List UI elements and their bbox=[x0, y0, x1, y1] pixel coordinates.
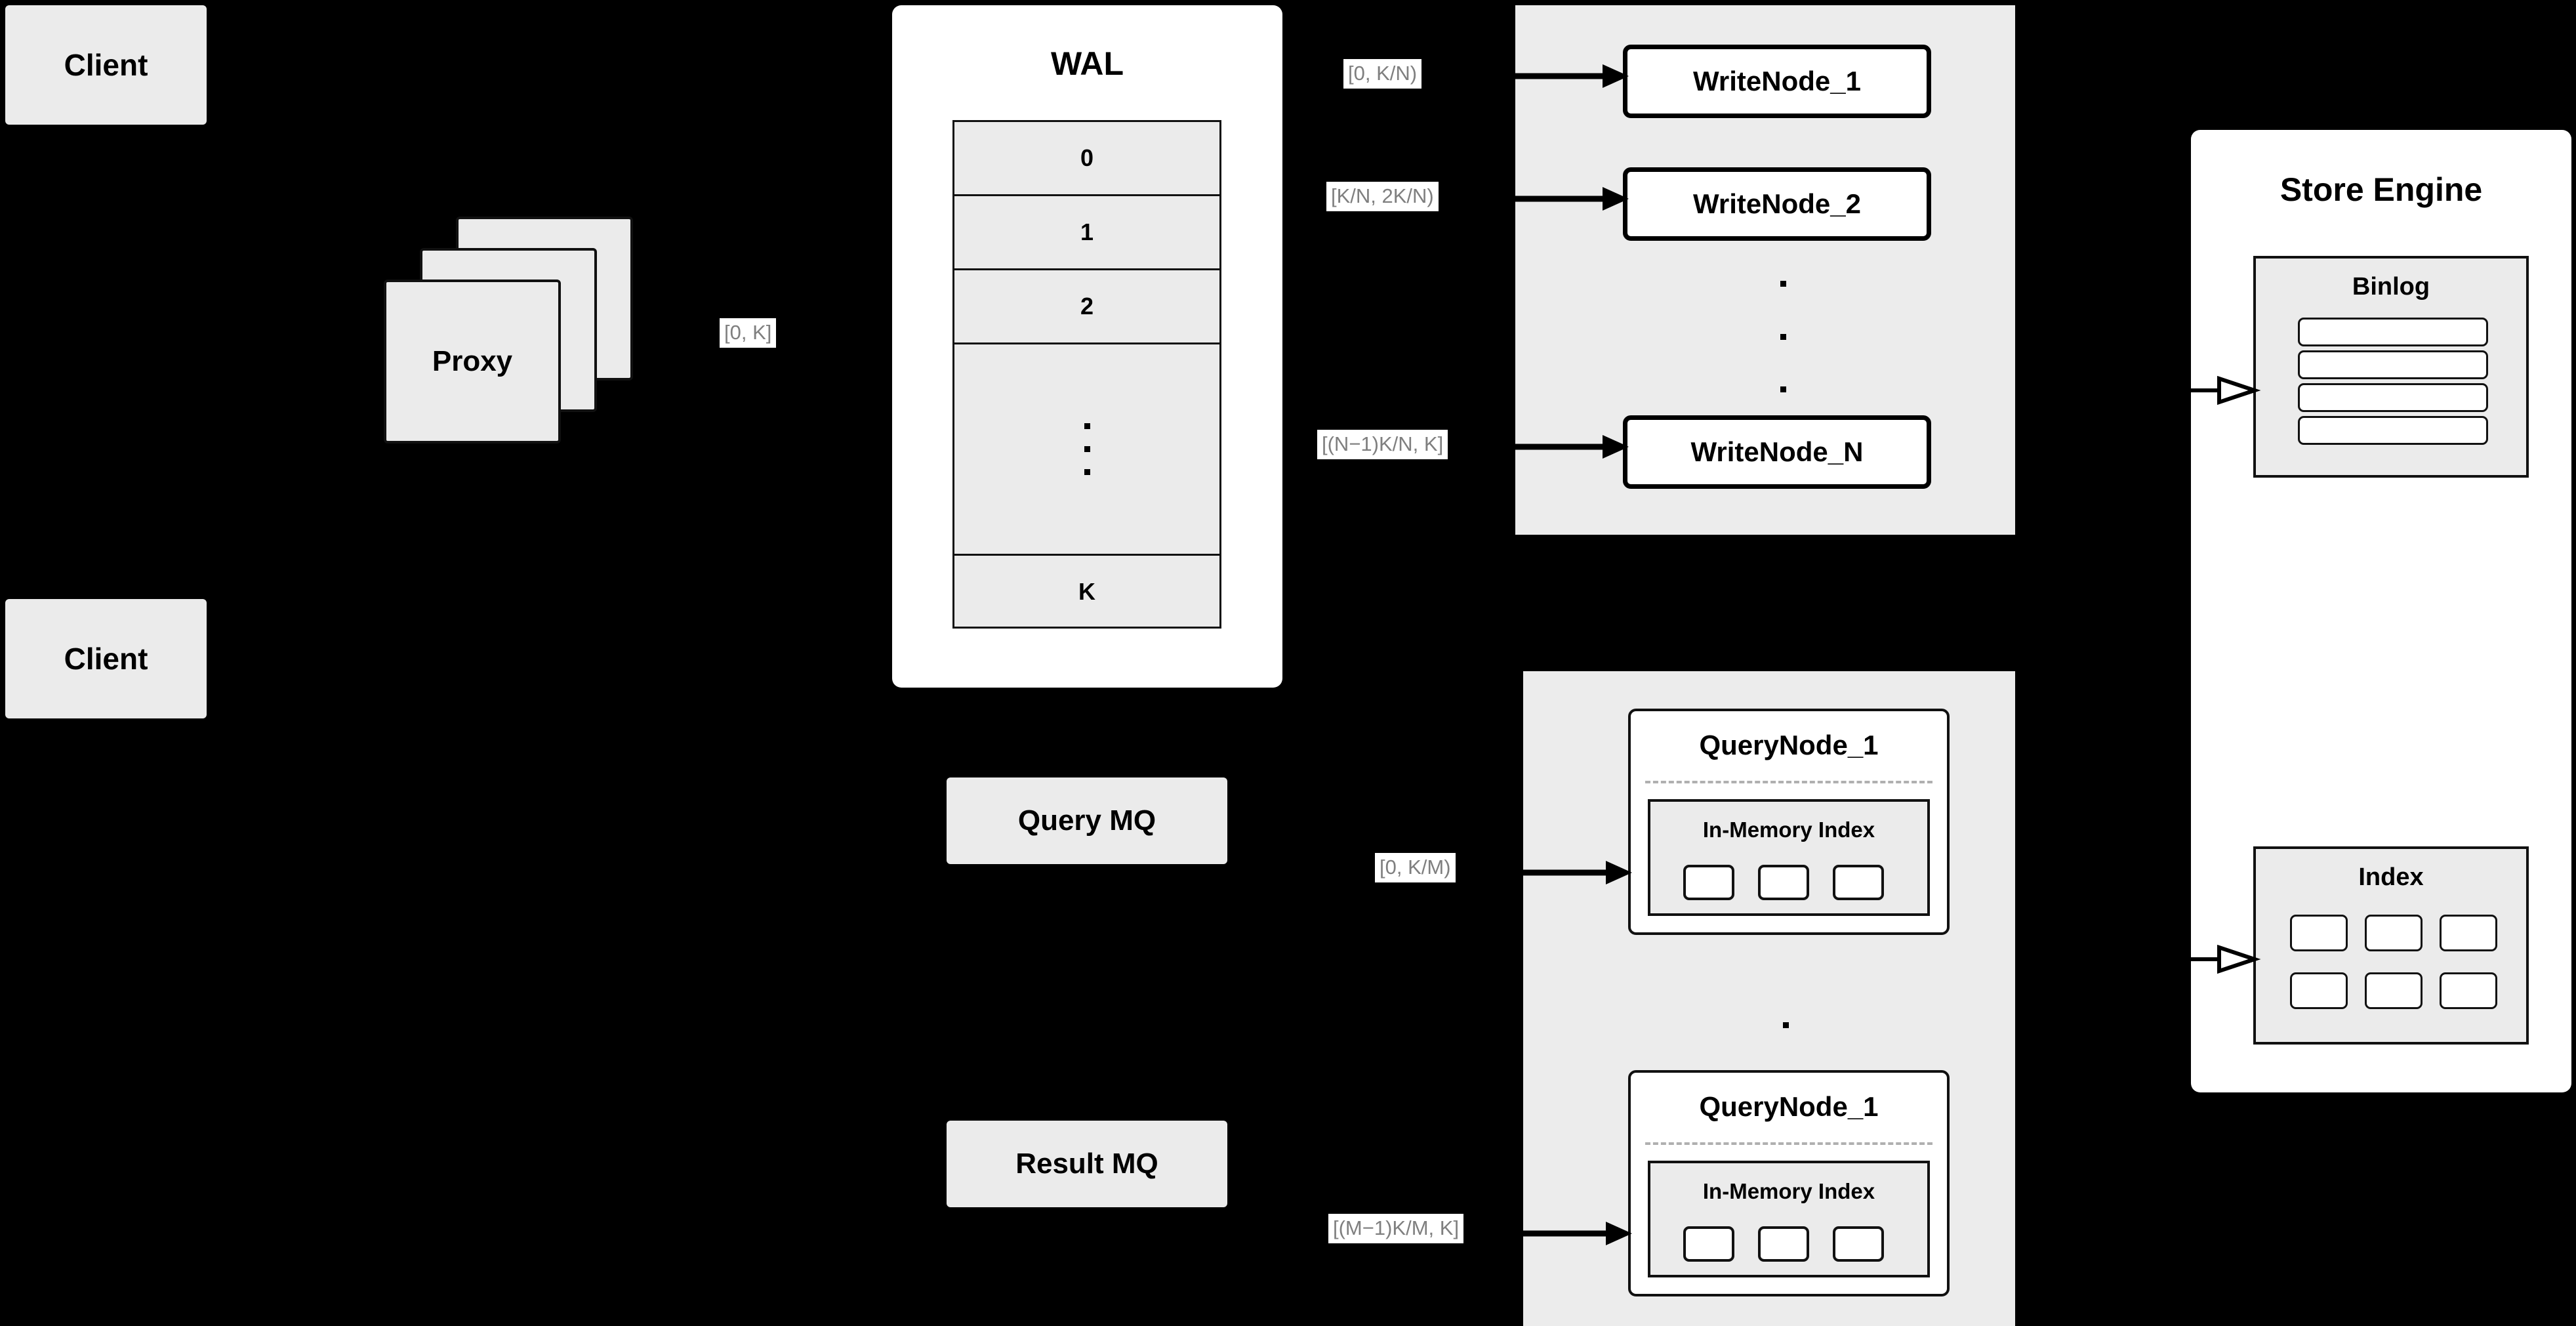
edge-label-query-m: [(M−1)K/M, K] bbox=[1328, 1214, 1464, 1243]
query-node-m[interactable]: QueryNode_1 In-Memory Index bbox=[1628, 1070, 1950, 1296]
write-node-2[interactable]: WriteNode_2 bbox=[1623, 167, 1931, 241]
binlog-group: Binlog bbox=[2253, 256, 2529, 478]
arrow-to-write-node-n bbox=[1512, 435, 1629, 459]
index-chip[interactable] bbox=[1833, 1226, 1884, 1262]
client-node-1[interactable]: Client bbox=[5, 5, 207, 125]
binlog-row[interactable] bbox=[2298, 416, 2488, 445]
index-cell[interactable] bbox=[2290, 972, 2348, 1009]
index-title: Index bbox=[2358, 863, 2424, 891]
write-node-1-label: WriteNode_1 bbox=[1693, 66, 1861, 96]
store-engine-title: Store Engine bbox=[2280, 171, 2483, 208]
index-cell[interactable] bbox=[2290, 915, 2348, 951]
edge-label-write-n: [(N−1)K/N, K] bbox=[1317, 430, 1448, 459]
write-node-cluster: WriteNode_1 WriteNode_2 WriteNode_N bbox=[1515, 5, 2015, 535]
binlog-row[interactable] bbox=[2298, 350, 2488, 379]
arrow-to-index bbox=[2181, 944, 2261, 974]
in-memory-index-m: In-Memory Index bbox=[1648, 1161, 1930, 1277]
binlog-row[interactable] bbox=[2298, 383, 2488, 412]
result-mq-label: Result MQ bbox=[1015, 1148, 1158, 1180]
wal-panel: WAL 0 1 2 K bbox=[892, 5, 1282, 688]
binlog-title: Binlog bbox=[2352, 273, 2430, 300]
query-node-m-divider bbox=[1645, 1142, 1932, 1145]
arrow-to-write-node-2 bbox=[1512, 187, 1629, 211]
result-mq-node[interactable]: Result MQ bbox=[947, 1121, 1227, 1207]
arrow-to-binlog bbox=[2181, 375, 2261, 405]
in-memory-index-1-label: In-Memory Index bbox=[1702, 818, 1875, 842]
edge-label-write-2: [K/N, 2K/N) bbox=[1326, 182, 1439, 211]
vertical-ellipsis-icon bbox=[1084, 469, 1090, 475]
query-node-1-divider bbox=[1645, 781, 1932, 783]
in-memory-index-1: In-Memory Index bbox=[1648, 799, 1930, 916]
index-cell[interactable] bbox=[2440, 915, 2497, 951]
arrow-to-query-node-m bbox=[1515, 1222, 1632, 1245]
vertical-ellipsis-icon bbox=[1782, 1022, 1789, 1028]
vertical-ellipsis-icon bbox=[1084, 423, 1090, 429]
query-mq-label: Query MQ bbox=[1017, 804, 1156, 837]
wal-row[interactable]: 0 bbox=[954, 122, 1219, 196]
wal-row-ellipsis bbox=[954, 344, 1219, 556]
query-mq-node[interactable]: Query MQ bbox=[947, 777, 1227, 864]
edge-label-query-1: [0, K/M) bbox=[1375, 853, 1456, 882]
arrow-to-write-node-1 bbox=[1512, 64, 1629, 88]
write-node-2-label: WriteNode_2 bbox=[1693, 188, 1861, 219]
write-node-n[interactable]: WriteNode_N bbox=[1623, 415, 1931, 489]
write-node-n-label: WriteNode_N bbox=[1690, 436, 1864, 467]
binlog-row[interactable] bbox=[2298, 318, 2488, 346]
vertical-ellipsis-icon bbox=[1780, 333, 1786, 340]
index-cell[interactable] bbox=[2440, 972, 2497, 1009]
wal-row[interactable]: K bbox=[1078, 578, 1095, 605]
index-cell[interactable] bbox=[2365, 915, 2423, 951]
index-cell[interactable] bbox=[2365, 972, 2423, 1009]
edge-label-proxy-range: [0, K] bbox=[720, 318, 777, 348]
index-chip[interactable] bbox=[1758, 865, 1809, 900]
arrow-to-query-node-1 bbox=[1515, 861, 1632, 884]
wal-row-table: 0 1 2 K bbox=[952, 120, 1221, 629]
client-node-1-label: Client bbox=[64, 48, 148, 82]
client-node-2-label: Client bbox=[64, 642, 148, 676]
index-chip[interactable] bbox=[1683, 865, 1734, 900]
vertical-ellipsis-icon bbox=[1780, 386, 1786, 392]
wal-title: WAL bbox=[1050, 45, 1124, 82]
client-node-2[interactable]: Client bbox=[5, 599, 207, 718]
query-node-1-label: QueryNode_1 bbox=[1699, 730, 1879, 760]
query-node-m-label: QueryNode_1 bbox=[1699, 1091, 1879, 1122]
proxy-stack-card-front[interactable]: Proxy bbox=[384, 280, 561, 444]
proxy-stack[interactable]: Proxy bbox=[377, 217, 666, 444]
write-node-1[interactable]: WriteNode_1 bbox=[1623, 45, 1931, 118]
edge-label-write-1: [0, K/N) bbox=[1343, 59, 1422, 89]
proxy-label: Proxy bbox=[432, 345, 513, 377]
wal-row[interactable]: 1 bbox=[954, 196, 1219, 270]
query-node-1[interactable]: QueryNode_1 In-Memory Index bbox=[1628, 709, 1950, 935]
write-cluster-ellipsis bbox=[1515, 281, 2015, 392]
index-group: Index bbox=[2253, 846, 2529, 1045]
query-node-cluster: QueryNode_1 In-Memory Index QueryNode_1 … bbox=[1523, 671, 2015, 1326]
store-engine-panel: Store Engine Binlog Index bbox=[2191, 130, 2571, 1092]
vertical-ellipsis-icon bbox=[1084, 446, 1090, 452]
in-memory-index-m-label: In-Memory Index bbox=[1702, 1179, 1875, 1203]
index-chip[interactable] bbox=[1683, 1226, 1734, 1262]
index-chip[interactable] bbox=[1758, 1226, 1809, 1262]
index-chip[interactable] bbox=[1833, 865, 1884, 900]
wal-row[interactable]: 2 bbox=[954, 270, 1219, 344]
vertical-ellipsis-icon bbox=[1780, 281, 1786, 287]
